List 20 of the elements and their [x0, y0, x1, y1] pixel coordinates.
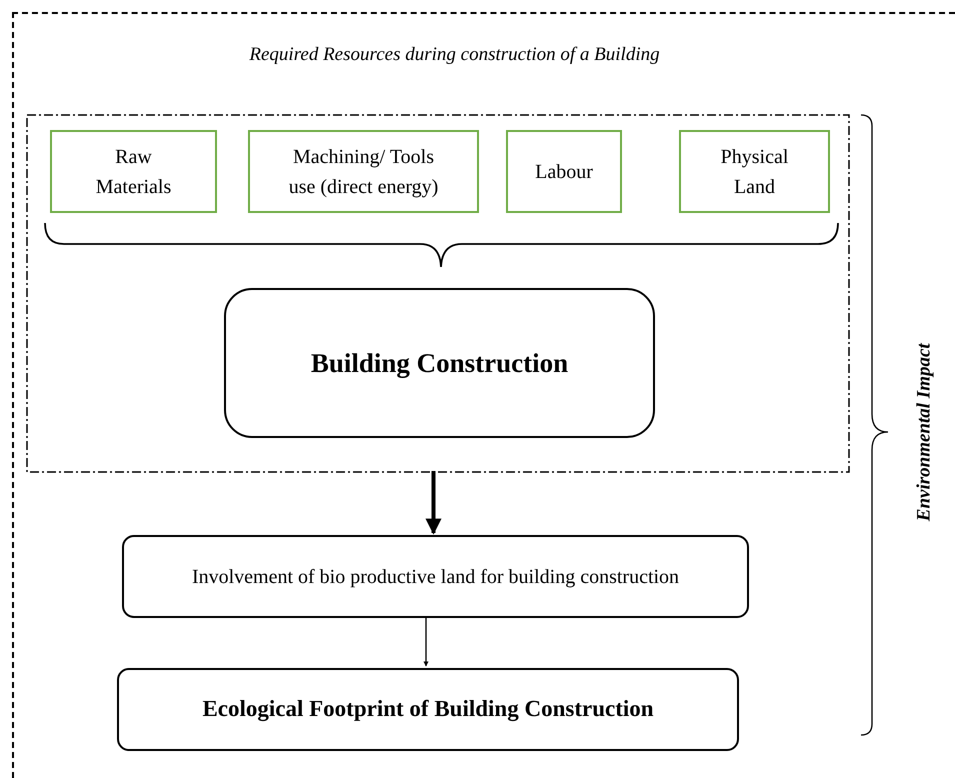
- node-text: Machining/ Tools use (direct energy): [288, 144, 440, 200]
- node-text: Raw Materials: [94, 144, 172, 200]
- resource-box: [248, 130, 479, 213]
- process-box: [117, 668, 739, 751]
- dashed-frame: [12, 12, 955, 778]
- node-text: Ecological Footprint of Building Construction: [202, 695, 654, 724]
- dash-dot-frame: [26, 114, 850, 473]
- resource-box: [679, 130, 830, 213]
- node-text: Required Resources during construction of a Building: [249, 43, 660, 67]
- process-box: [122, 535, 749, 618]
- resource-box: [506, 130, 622, 213]
- node-text: Labour: [535, 160, 593, 184]
- arrow: [423, 616, 429, 667]
- node-text: Involvement of bio productive land for building construction: [192, 564, 680, 590]
- side-label: Environmental Impact: [912, 343, 936, 521]
- arrow: [426, 471, 442, 535]
- node-text: Physical Land: [720, 144, 790, 200]
- process-box: [224, 288, 655, 438]
- resource-box: [50, 130, 217, 213]
- node-text: Building Construction: [310, 346, 568, 380]
